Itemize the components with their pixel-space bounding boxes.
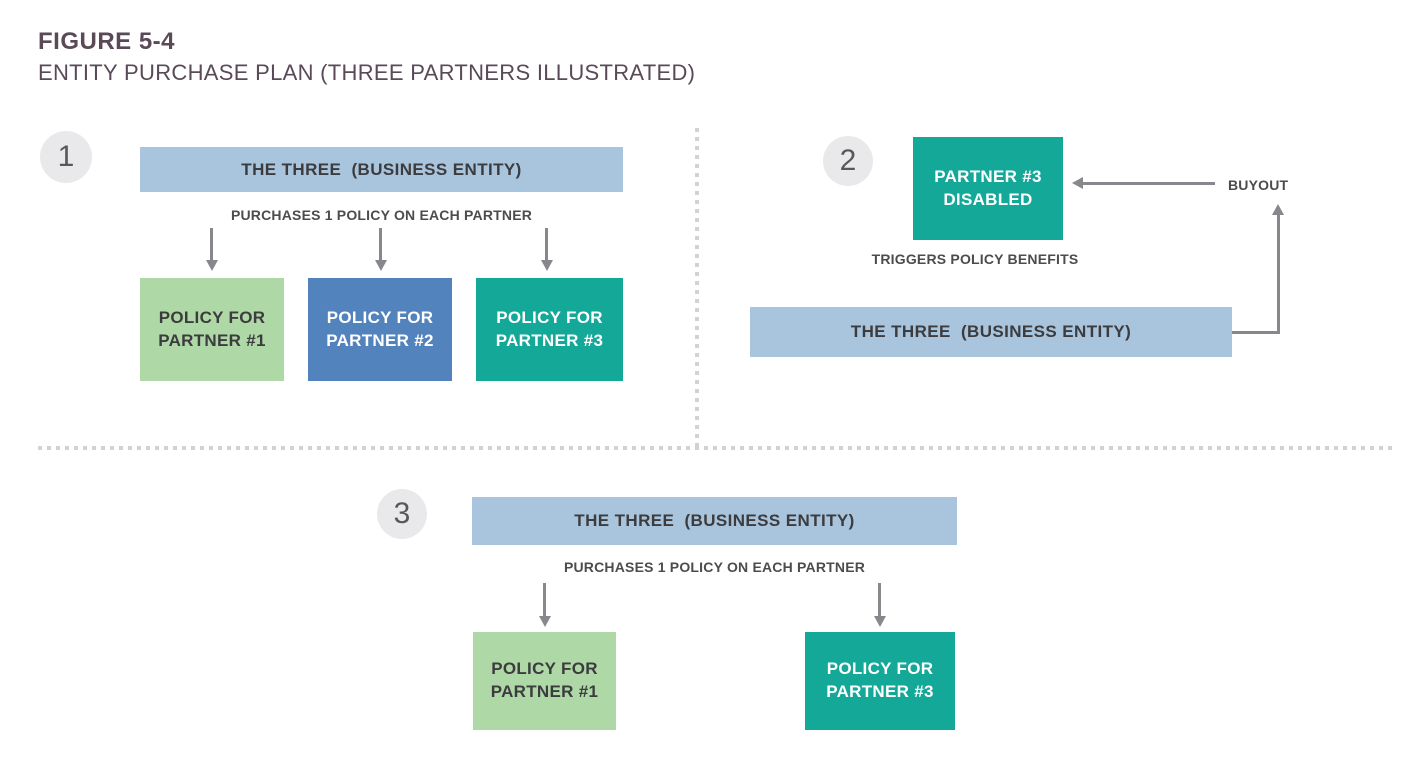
policy-box-partner-1: POLICY FOR PARTNER #1	[473, 632, 616, 730]
arrow-stem	[210, 228, 213, 260]
buyout-connector-vertical	[1277, 215, 1280, 334]
step-2-number-badge: 2	[823, 136, 873, 186]
down-arrow-icon	[374, 228, 387, 271]
vertical-dotted-divider	[695, 128, 699, 446]
arrow-head	[205, 260, 218, 271]
step-2-entity-bar: THE THREE (BUSINESS ENTITY)	[750, 307, 1232, 357]
arrow-stem	[878, 583, 881, 616]
arrow-head	[1072, 177, 1083, 189]
horizontal-dotted-divider	[38, 446, 1394, 450]
step-1-number-badge: 1	[40, 131, 92, 183]
figure-title: ENTITY PURCHASE PLAN (THREE PARTNERS ILL…	[38, 60, 696, 85]
policy-box-partner-3: POLICY FOR PARTNER #3	[476, 278, 623, 381]
step-3-entity-bar: THE THREE (BUSINESS ENTITY)	[472, 497, 957, 545]
step-3-number-badge: 3	[377, 489, 427, 539]
arrow-stem	[543, 583, 546, 616]
step-1-entity-bar: THE THREE (BUSINESS ENTITY)	[140, 147, 623, 192]
step-1-action-label: PURCHASES 1 POLICY ON EACH PARTNER	[230, 207, 533, 223]
policy-box-partner-3: POLICY FOR PARTNER #3	[805, 632, 955, 730]
arrow-head	[873, 616, 886, 627]
arrow-head	[538, 616, 551, 627]
down-arrow-icon	[205, 228, 218, 271]
arrow-head	[540, 260, 553, 271]
arrow-stem	[545, 228, 548, 260]
partner-3-disabled-box: PARTNER #3 DISABLED	[913, 137, 1063, 240]
buyout-left-arrow-icon	[1072, 177, 1215, 189]
arrow-stem	[1083, 181, 1215, 185]
triggers-policy-benefits-label: TRIGGERS POLICY BENEFITS	[871, 251, 1079, 267]
figure-label: FIGURE 5-4	[38, 28, 176, 55]
policy-box-partner-1: POLICY FOR PARTNER #1	[140, 278, 284, 381]
arrow-stem	[379, 228, 382, 260]
step-3-action-label: PURCHASES 1 POLICY ON EACH PARTNER	[563, 559, 866, 575]
up-arrow-head-icon	[1272, 204, 1284, 215]
arrow-head	[374, 260, 387, 271]
buyout-label: BUYOUT	[1228, 177, 1289, 193]
policy-box-partner-2: POLICY FOR PARTNER #2	[308, 278, 452, 381]
down-arrow-icon	[873, 583, 886, 627]
down-arrow-icon	[538, 583, 551, 627]
down-arrow-icon	[540, 228, 553, 271]
buyout-connector-horizontal	[1232, 331, 1280, 334]
